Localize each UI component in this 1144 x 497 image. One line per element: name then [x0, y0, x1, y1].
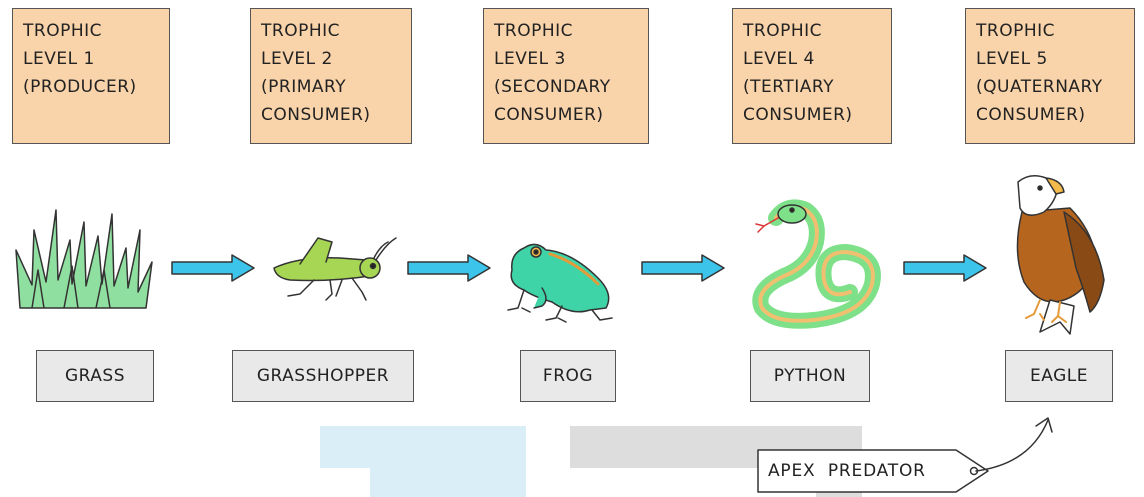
- level-role: (TERTIARY: [743, 73, 881, 101]
- level-number: LEVEL 3: [494, 45, 638, 73]
- python-illustration: [740, 196, 885, 326]
- apex-predator-label: APEX PREDATOR: [768, 458, 926, 484]
- organism-label-frog: FROG: [520, 350, 616, 402]
- apex-pointer-arrow: [970, 406, 1060, 496]
- trophic-level-3-box: TROPHIC LEVEL 3 (SECONDARY CONSUMER): [483, 8, 649, 144]
- organism-name: FROG: [543, 366, 593, 386]
- organism-label-python: PYTHON: [750, 350, 870, 402]
- level-title: TROPHIC: [23, 17, 159, 45]
- trophic-level-5-box: TROPHIC LEVEL 5 (QUATERNARY CONSUMER): [965, 8, 1135, 144]
- trophic-level-1-box: TROPHIC LEVEL 1 (PRODUCER): [12, 8, 170, 144]
- grass-illustration: [12, 200, 162, 320]
- trophic-level-2-box: TROPHIC LEVEL 2 (PRIMARY CONSUMER): [250, 8, 412, 144]
- level-role-cont: CONSUMER): [976, 101, 1124, 129]
- level-role: (PRODUCER): [23, 73, 159, 101]
- arrow-python-to-eagle: [902, 253, 988, 283]
- arrow-grass-to-grasshopper: [170, 253, 256, 283]
- organism-label-eagle: EAGLE: [1005, 350, 1113, 402]
- arrow-grasshopper-to-frog: [406, 253, 492, 283]
- watermark-block-blue-lower: [370, 468, 526, 497]
- level-title: TROPHIC: [494, 17, 638, 45]
- level-title: TROPHIC: [743, 17, 881, 45]
- level-number: LEVEL 5: [976, 45, 1124, 73]
- arrow-frog-to-python: [640, 253, 726, 283]
- watermark-block-blue: [320, 426, 526, 468]
- level-role: (PRIMARY: [261, 73, 401, 101]
- organism-name: EAGLE: [1030, 366, 1088, 386]
- organism-name: GRASSHOPPER: [257, 366, 389, 386]
- level-role-cont: CONSUMER): [743, 101, 881, 129]
- frog-illustration: [502, 236, 622, 324]
- organism-label-grass: GRASS: [36, 350, 154, 402]
- level-number: LEVEL 2: [261, 45, 401, 73]
- organism-label-grasshopper: GRASSHOPPER: [232, 350, 414, 402]
- level-title: TROPHIC: [261, 17, 401, 45]
- level-title: TROPHIC: [976, 17, 1124, 45]
- level-role-cont: CONSUMER): [261, 101, 401, 129]
- organism-name: GRASS: [65, 366, 125, 386]
- level-role-cont: CONSUMER): [494, 101, 638, 129]
- grasshopper-illustration: [270, 234, 400, 304]
- eagle-illustration: [1000, 172, 1110, 342]
- level-role: (QUATERNARY: [976, 73, 1124, 101]
- organism-name: PYTHON: [774, 366, 847, 386]
- level-number: LEVEL 4: [743, 45, 881, 73]
- trophic-level-4-box: TROPHIC LEVEL 4 (TERTIARY CONSUMER): [732, 8, 892, 144]
- level-role: (SECONDARY: [494, 73, 638, 101]
- level-number: LEVEL 1: [23, 45, 159, 73]
